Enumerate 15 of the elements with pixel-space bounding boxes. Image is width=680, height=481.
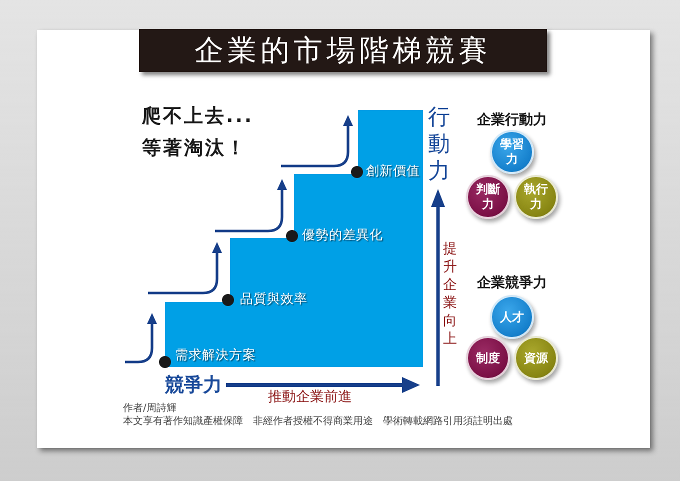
title-banner: 企業的市場階梯競賽 bbox=[139, 29, 547, 72]
copyright-notice: 本文享有著作知識產權保障 非經作者授權不得商業用途 學術轉載網路引用須註明出處 bbox=[123, 416, 513, 428]
step-label: 品質與效率 bbox=[240, 291, 308, 309]
axis-title: 競爭力 bbox=[165, 373, 222, 397]
slogan: 爬不上去... bbox=[142, 104, 254, 129]
group-heading: 企業行動力 bbox=[476, 111, 548, 129]
axis-label: 提升企業向上 bbox=[442, 240, 458, 348]
axis-label: 推動企業前進 bbox=[268, 389, 352, 405]
step-label: 優勢的差異化 bbox=[302, 227, 383, 245]
slogan: 等著淘汰！ bbox=[142, 136, 247, 161]
author-credit: 作者/周詩輝 bbox=[123, 403, 176, 415]
step-label: 創新價值 bbox=[366, 163, 420, 181]
group-heading: 企業競爭力 bbox=[476, 274, 548, 292]
step-label: 需求解決方案 bbox=[175, 347, 256, 365]
axis-title: 行動力 bbox=[427, 104, 451, 185]
